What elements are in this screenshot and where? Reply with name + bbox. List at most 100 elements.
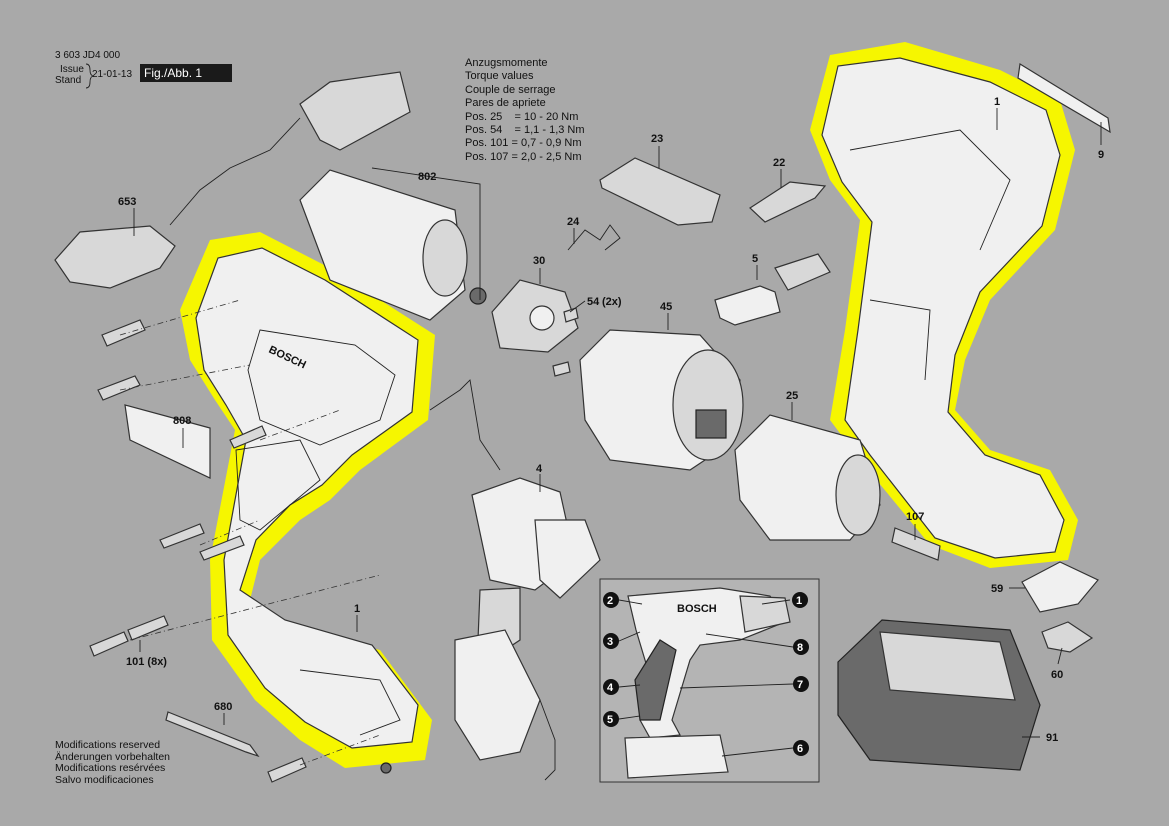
part-label-680: 680 [214,701,232,713]
part-label-808: 808 [173,415,191,427]
part-label-30: 30 [533,255,545,267]
modifications-line: Salvo modificaciones [55,773,154,786]
part-label-25: 25 [786,390,798,402]
power-adapter [299,71,411,151]
callout-marker [792,592,808,608]
led-light [380,762,392,774]
callout-2: 2 [603,592,643,608]
modifications-line: Modifications resérvées [55,762,166,775]
callout-leader [679,683,794,689]
leader-line [569,300,586,313]
callout-5: 5 [603,711,641,727]
callout-marker [603,633,619,649]
chuck-screw [891,527,941,561]
battery-clip [1021,561,1099,613]
callout-1: 1 [761,592,808,608]
screw [563,307,579,323]
battery-top [879,631,1016,701]
callout-number: 6 [797,743,803,755]
modifications-line: Änderungen vorbehalten [55,750,171,763]
callout-3: 3 [603,631,641,649]
screw [199,535,245,561]
part-label-45: 45 [660,301,672,313]
contact-pad [1041,621,1094,653]
charger-cable [169,117,301,226]
led-wire [539,699,556,781]
part-label-91: 91 [1046,732,1058,744]
modifications-line: Modifications reserved [55,739,161,751]
torque-title-de: Anzugsmomente [465,57,548,69]
part-label-22: 22 [773,157,785,169]
part-label-23: 23 [651,133,663,145]
callout-marker [603,592,619,608]
screw [229,425,267,449]
gearbox-spindle [695,409,727,439]
part-label-60: 60 [1051,669,1063,681]
assembly-line [119,299,241,336]
part-label-9: 9 [1098,149,1104,161]
modifications-note: Modifications reserved Änderungen vorbeh… [55,739,171,786]
screw [159,523,205,549]
callout-number: 5 [607,714,613,726]
callout-number: 3 [607,636,613,648]
torque-table: Anzugsmomente Torque values Couple de se… [465,57,585,164]
label-plate [124,404,211,479]
callout-marker [603,679,619,695]
inset-chuck [739,595,791,633]
motor-end-cap [422,219,468,297]
torque-value: Pos. 54 = 1,1 - 1,3 Nm [465,124,585,137]
header-brace [85,63,95,89]
figure-label: Fig./Abb. 1 [140,64,232,82]
screw [89,631,129,657]
callout-leader [618,631,641,642]
torque-value: Pos. 25 = 10 - 20 Nm [465,110,579,123]
inset-grip [634,639,677,721]
callout-marker [793,639,809,655]
callout-number: 4 [607,682,614,694]
assembly-line [129,574,381,641]
badge-cover [749,181,827,223]
housing-right-shell [821,57,1065,559]
part-label-54: 54 [587,296,600,308]
part-label-54-qty: (2x) [602,296,622,308]
switch-electronics [380,379,601,781]
chuck-nose [835,454,881,536]
issue-label: Issue [60,64,84,75]
torque-title-en: Torque values [465,70,534,83]
screw [127,615,169,641]
callout-4: 4 [603,679,641,695]
torque-title-es: Pares de apriete [465,97,546,110]
gearbox-assembly [579,329,744,471]
callout-marker [793,676,809,692]
housing-right-rib [869,299,931,381]
part-label-4: 4 [536,463,543,475]
overview-inset: BOSCH 1 2 3 4 [599,578,820,783]
rotation-switch [714,285,781,326]
callout-leader [705,633,794,648]
callout-number: 8 [797,642,803,654]
leader-line [1057,647,1063,665]
torque-value: Pos. 101 = 0,7 - 0,9 Nm [465,137,582,150]
assembly-line [199,519,261,546]
inset-battery [624,734,729,779]
chuck-assembly [734,414,881,541]
switch-wiring [429,379,501,471]
callout-number: 7 [797,679,803,691]
callout-leader [761,599,791,605]
screw [97,375,141,401]
housing-half-left: BOSCH [180,232,435,768]
charger-assembly [54,71,411,289]
switch-slider [599,157,721,226]
housing-brand-panel [247,329,396,446]
callout-marker [603,711,619,727]
housing-screws [89,307,579,783]
part-label-653: 653 [118,196,136,208]
motor-assembly [299,169,487,321]
part-label-1-left: 1 [354,603,360,615]
callout-marker [793,740,809,756]
screw [101,319,146,347]
screw [267,757,307,783]
part-label-802: 802 [418,171,436,183]
